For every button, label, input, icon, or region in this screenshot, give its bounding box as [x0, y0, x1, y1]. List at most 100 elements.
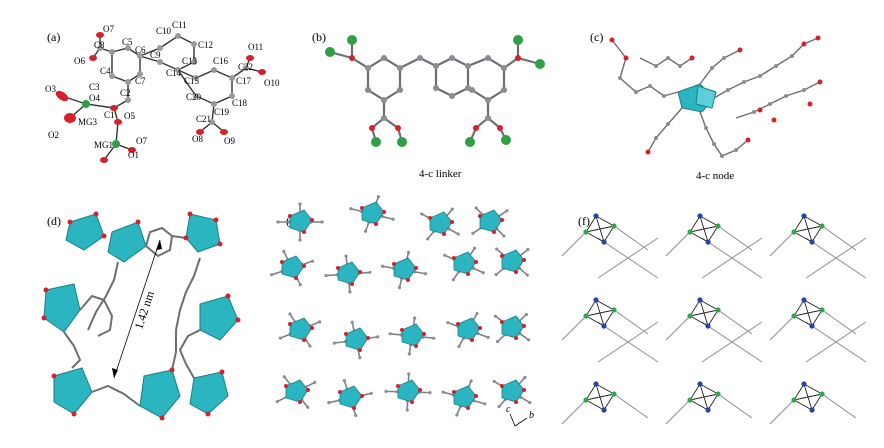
net-edge [613, 225, 649, 251]
atom-label: O8 [192, 134, 203, 144]
net-node [593, 213, 599, 219]
oxygen-atom [414, 266, 418, 270]
carbon-atom [278, 336, 282, 340]
atom-label: C18 [232, 98, 248, 108]
atom-label: C2 [120, 88, 131, 98]
net-edge [707, 393, 719, 411]
oxygen-atom [400, 328, 404, 332]
net-node [801, 297, 807, 303]
panel-c-node [609, 35, 823, 158]
net-edge [821, 309, 857, 335]
panel-e-axes: c b [506, 404, 534, 427]
carbon-atom [473, 246, 477, 250]
atom-label: O3 [45, 84, 56, 94]
carbon-atom [349, 207, 353, 211]
atom-label: O7 [136, 136, 147, 146]
oxygen-atom [294, 276, 298, 280]
carbon-atom [368, 270, 372, 275]
net-node [697, 381, 703, 387]
mg-polyhedron [393, 257, 417, 281]
carbon-atom [332, 341, 336, 345]
oxygen-atom [452, 390, 456, 394]
carbon-atom [475, 311, 479, 316]
distance-label: 1.42 nm [132, 289, 158, 331]
net-edge [793, 299, 805, 317]
net-edge [701, 237, 763, 279]
oxygen-atom [478, 214, 482, 218]
oxygen-atom [310, 326, 314, 330]
mg-polyhedron [457, 317, 481, 341]
net-edge [585, 215, 597, 233]
panel-f-label: (f) [578, 214, 590, 228]
carbon-atom [502, 234, 506, 238]
net-edge [793, 225, 823, 233]
carbon-atom [310, 259, 314, 263]
oxygen-atom [522, 324, 526, 328]
oxygen-atom [302, 264, 306, 268]
oxygen-atom [414, 344, 418, 348]
carbon-atom [270, 273, 274, 277]
panel-b-caption: 4-c linker [419, 168, 462, 180]
oxygen-atom [522, 258, 526, 262]
net-edge [699, 299, 719, 311]
carbon-atom [318, 320, 322, 324]
oxygen-atom [418, 388, 422, 392]
net-edge [689, 383, 701, 401]
net-edge [793, 309, 823, 317]
net-node [687, 313, 693, 319]
net-edge [665, 399, 691, 425]
oxygen-atom [492, 230, 496, 234]
net-edge [585, 393, 615, 401]
oxygen-atom [522, 388, 526, 392]
net-edge [613, 393, 649, 419]
oxygen-atom [396, 384, 400, 388]
carbon-atom [505, 209, 509, 213]
carbon-atom [350, 320, 354, 324]
carbon-atom [342, 379, 346, 383]
net-edge [665, 231, 691, 257]
net-edge [689, 393, 719, 401]
atom-label: C12 [198, 40, 213, 50]
net-node [705, 239, 711, 245]
carbon-atom [524, 312, 529, 317]
oxygen-atom [306, 388, 310, 392]
net-node [705, 323, 711, 329]
panel-c-caption: 4-c node [696, 170, 735, 182]
atom-label: C8 [94, 40, 105, 50]
atom-label: C6 [135, 45, 146, 55]
net-edge [803, 383, 823, 395]
atom-label: C3 [89, 82, 100, 92]
net-edge [821, 225, 857, 251]
oxygen-atom [302, 230, 306, 234]
carbon-atom [469, 379, 473, 383]
arrowhead-top [156, 240, 162, 250]
atom-label: MG1 [94, 140, 113, 150]
net-edge [689, 399, 709, 411]
mg-polyhedron [285, 379, 309, 403]
net-edge [689, 231, 709, 243]
panel-b-atoms [325, 35, 545, 147]
carbon-atom [455, 413, 459, 417]
carbon-atom [441, 390, 445, 394]
net-edge [793, 315, 813, 327]
net-edge [597, 237, 659, 279]
net-edge [595, 215, 615, 227]
atom-label: C5 [122, 37, 133, 47]
carbon-atom [471, 231, 475, 235]
net-edge [707, 309, 719, 327]
panel-b-linker [329, 40, 541, 143]
net-edge [717, 225, 753, 251]
atom-label: C21 [196, 114, 211, 124]
oxygen-atom [382, 210, 386, 214]
net-edge [613, 309, 649, 335]
oxygen-atom [422, 332, 426, 336]
net-node [809, 407, 815, 413]
oxygen-atom [288, 322, 292, 326]
carbon-atom [476, 332, 480, 336]
carbon-atom [474, 206, 478, 210]
carbon-atom [528, 400, 532, 405]
net-edge [585, 399, 605, 411]
net-node [611, 307, 617, 313]
mg-polyhedron [453, 251, 477, 275]
oxygen-atom [310, 218, 314, 222]
